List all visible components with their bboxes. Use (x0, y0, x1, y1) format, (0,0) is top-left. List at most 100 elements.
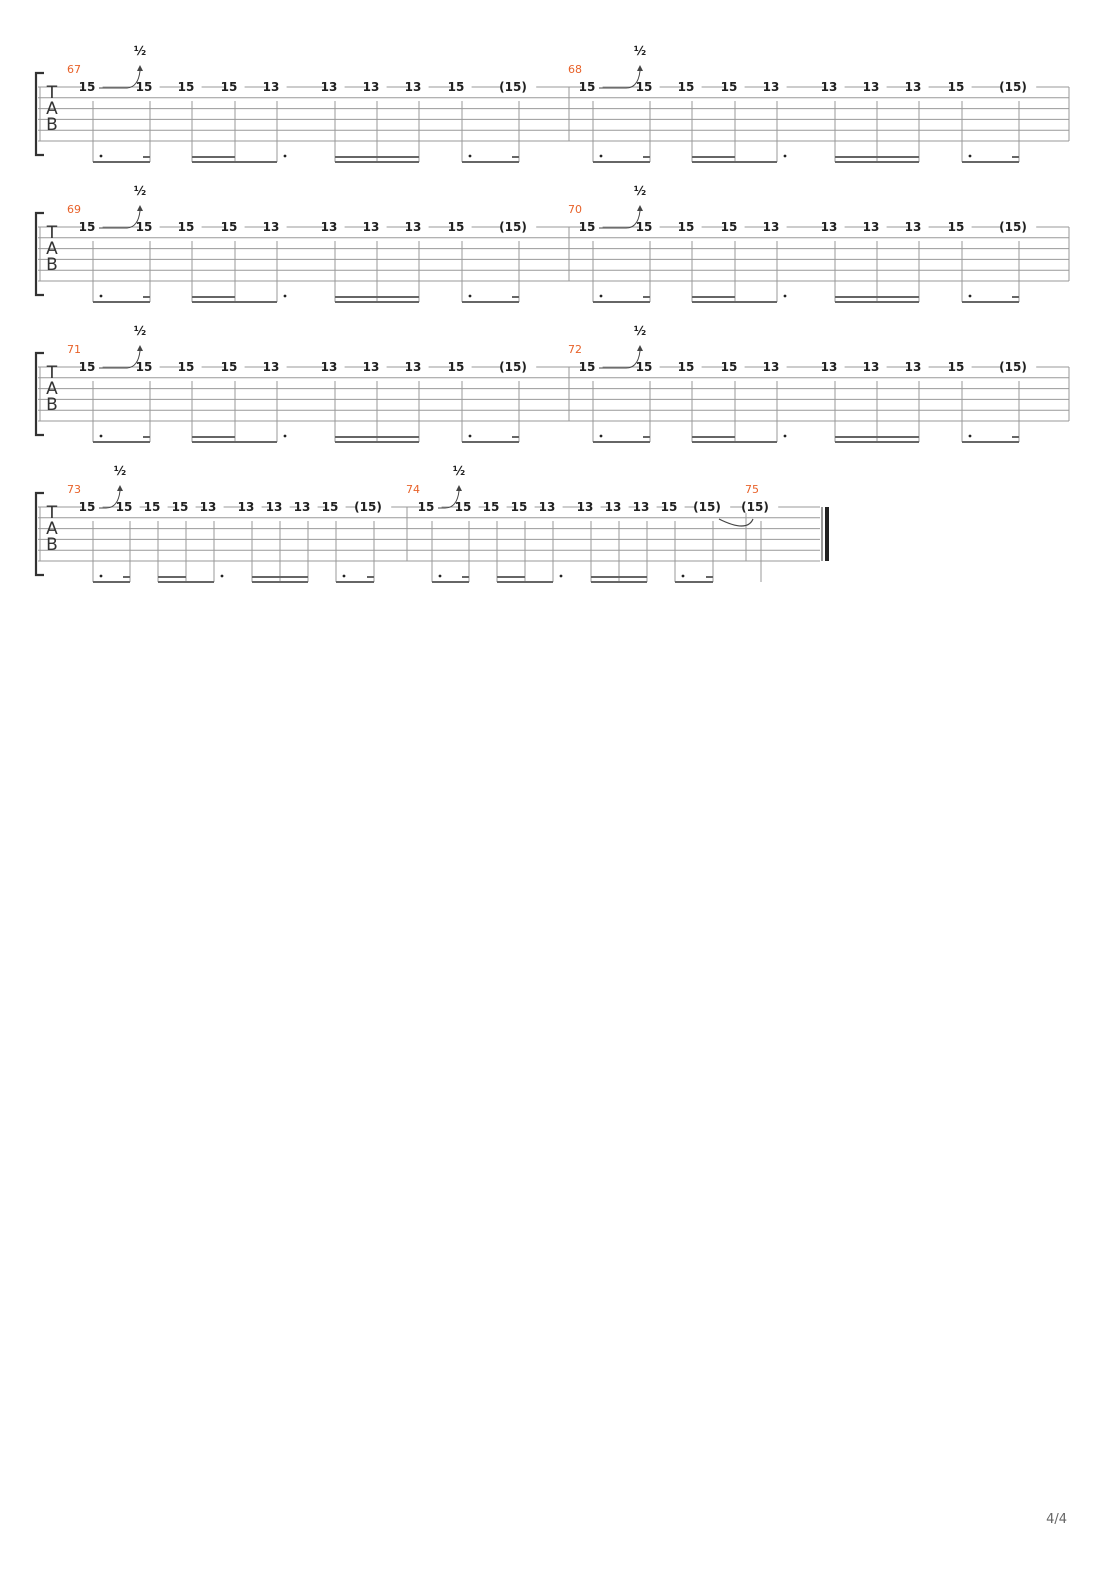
fret-number: 13 (863, 220, 880, 234)
rhythm-dot (468, 294, 472, 298)
fret-number: 15 (678, 80, 695, 94)
fret-number: (15) (499, 220, 527, 234)
bend-arrowhead (137, 205, 143, 211)
bend-curve (99, 210, 141, 229)
fret-number: (15) (741, 500, 769, 514)
fret-number: 15 (221, 220, 238, 234)
fret-number: 15 (178, 80, 195, 94)
fret-knockout (682, 220, 702, 233)
fret-number: 13 (821, 80, 838, 94)
fret-number: 15 (721, 360, 738, 374)
tab-clef-letter: T (46, 363, 58, 383)
fret-number: 15 (178, 360, 195, 374)
fret-number: 13 (263, 80, 280, 94)
fret-knockout (867, 80, 887, 93)
tab-clef-letter: A (46, 519, 58, 539)
fret-number: 13 (605, 500, 622, 514)
fret-knockout (140, 80, 160, 93)
fret-number: 13 (905, 80, 922, 94)
fret-number: (15) (999, 360, 1027, 374)
fret-knockout (140, 360, 160, 373)
rhythm-dot (599, 154, 603, 158)
fret-number: 15 (136, 80, 153, 94)
fret-number: 15 (511, 500, 528, 514)
fret-number: 15 (636, 360, 653, 374)
fret-number: 13 (363, 220, 380, 234)
fret-knockout (452, 360, 472, 373)
fret-number: (15) (354, 500, 382, 514)
fret-number: 13 (821, 220, 838, 234)
bend-arrowhead (637, 65, 643, 71)
tab-clef-letter: B (46, 115, 58, 135)
fret-number: 15 (455, 500, 472, 514)
fret-knockout (182, 220, 202, 233)
fret-knockout (637, 500, 657, 513)
fret-knockout (743, 500, 779, 513)
fret-knockout (422, 500, 442, 513)
fret-number: 15 (636, 80, 653, 94)
fret-knockout (367, 80, 387, 93)
fret-knockout (767, 360, 787, 373)
fret-number: 13 (321, 220, 338, 234)
fret-knockout (581, 500, 601, 513)
fret-number: 13 (263, 220, 280, 234)
fret-knockout (267, 220, 287, 233)
tab-clef-letter: T (46, 223, 58, 243)
tab-clef-letter: T (46, 503, 58, 523)
fret-knockout (1001, 80, 1037, 93)
rhythm-dot (968, 434, 972, 438)
rhythm-dot (968, 294, 972, 298)
fret-knockout (356, 500, 392, 513)
fret-knockout (298, 500, 318, 513)
fret-number: 13 (363, 360, 380, 374)
measure: 75(15) (718, 483, 829, 582)
rhythm-dot (99, 434, 103, 438)
fret-knockout (182, 360, 202, 373)
fret-number: 13 (405, 220, 422, 234)
fret-knockout (83, 80, 103, 93)
fret-number: 13 (863, 360, 880, 374)
fret-number: 13 (363, 80, 380, 94)
fret-number: 13 (905, 220, 922, 234)
bend-arrowhead (117, 485, 123, 491)
fret-number: 15 (322, 500, 339, 514)
fret-number: 15 (948, 360, 965, 374)
rhythm-dot (99, 294, 103, 298)
measure-number: 67 (67, 63, 81, 76)
fret-knockout (725, 80, 745, 93)
fret-number: 15 (678, 360, 695, 374)
fret-number: 15 (136, 360, 153, 374)
fret-number: 13 (263, 360, 280, 374)
fret-number: 15 (418, 500, 435, 514)
system-bracket (34, 71, 44, 157)
fret-knockout (325, 80, 345, 93)
fret-number: 15 (79, 80, 96, 94)
fret-number: 15 (448, 80, 465, 94)
bend-amount: ½ (134, 44, 146, 58)
fret-knockout (909, 80, 929, 93)
fret-number: (15) (999, 220, 1027, 234)
fret-number: 13 (200, 500, 217, 514)
fret-number: 13 (321, 80, 338, 94)
fret-knockout (487, 500, 507, 513)
bend-curve (599, 70, 641, 89)
fret-knockout (120, 500, 140, 513)
rhythm-dot (220, 574, 224, 578)
bend-curve (599, 350, 641, 369)
fret-knockout (695, 500, 731, 513)
fret-knockout (326, 500, 346, 513)
fret-knockout (501, 80, 537, 93)
fret-knockout (452, 80, 472, 93)
bend-amount: ½ (634, 184, 646, 198)
bend-arrowhead (137, 65, 143, 71)
bend-curve (438, 490, 460, 509)
bend-curve (99, 350, 141, 369)
fret-knockout (176, 500, 196, 513)
bend-amount: ½ (134, 324, 146, 338)
fret-number: (15) (693, 500, 721, 514)
fret-knockout (515, 500, 535, 513)
